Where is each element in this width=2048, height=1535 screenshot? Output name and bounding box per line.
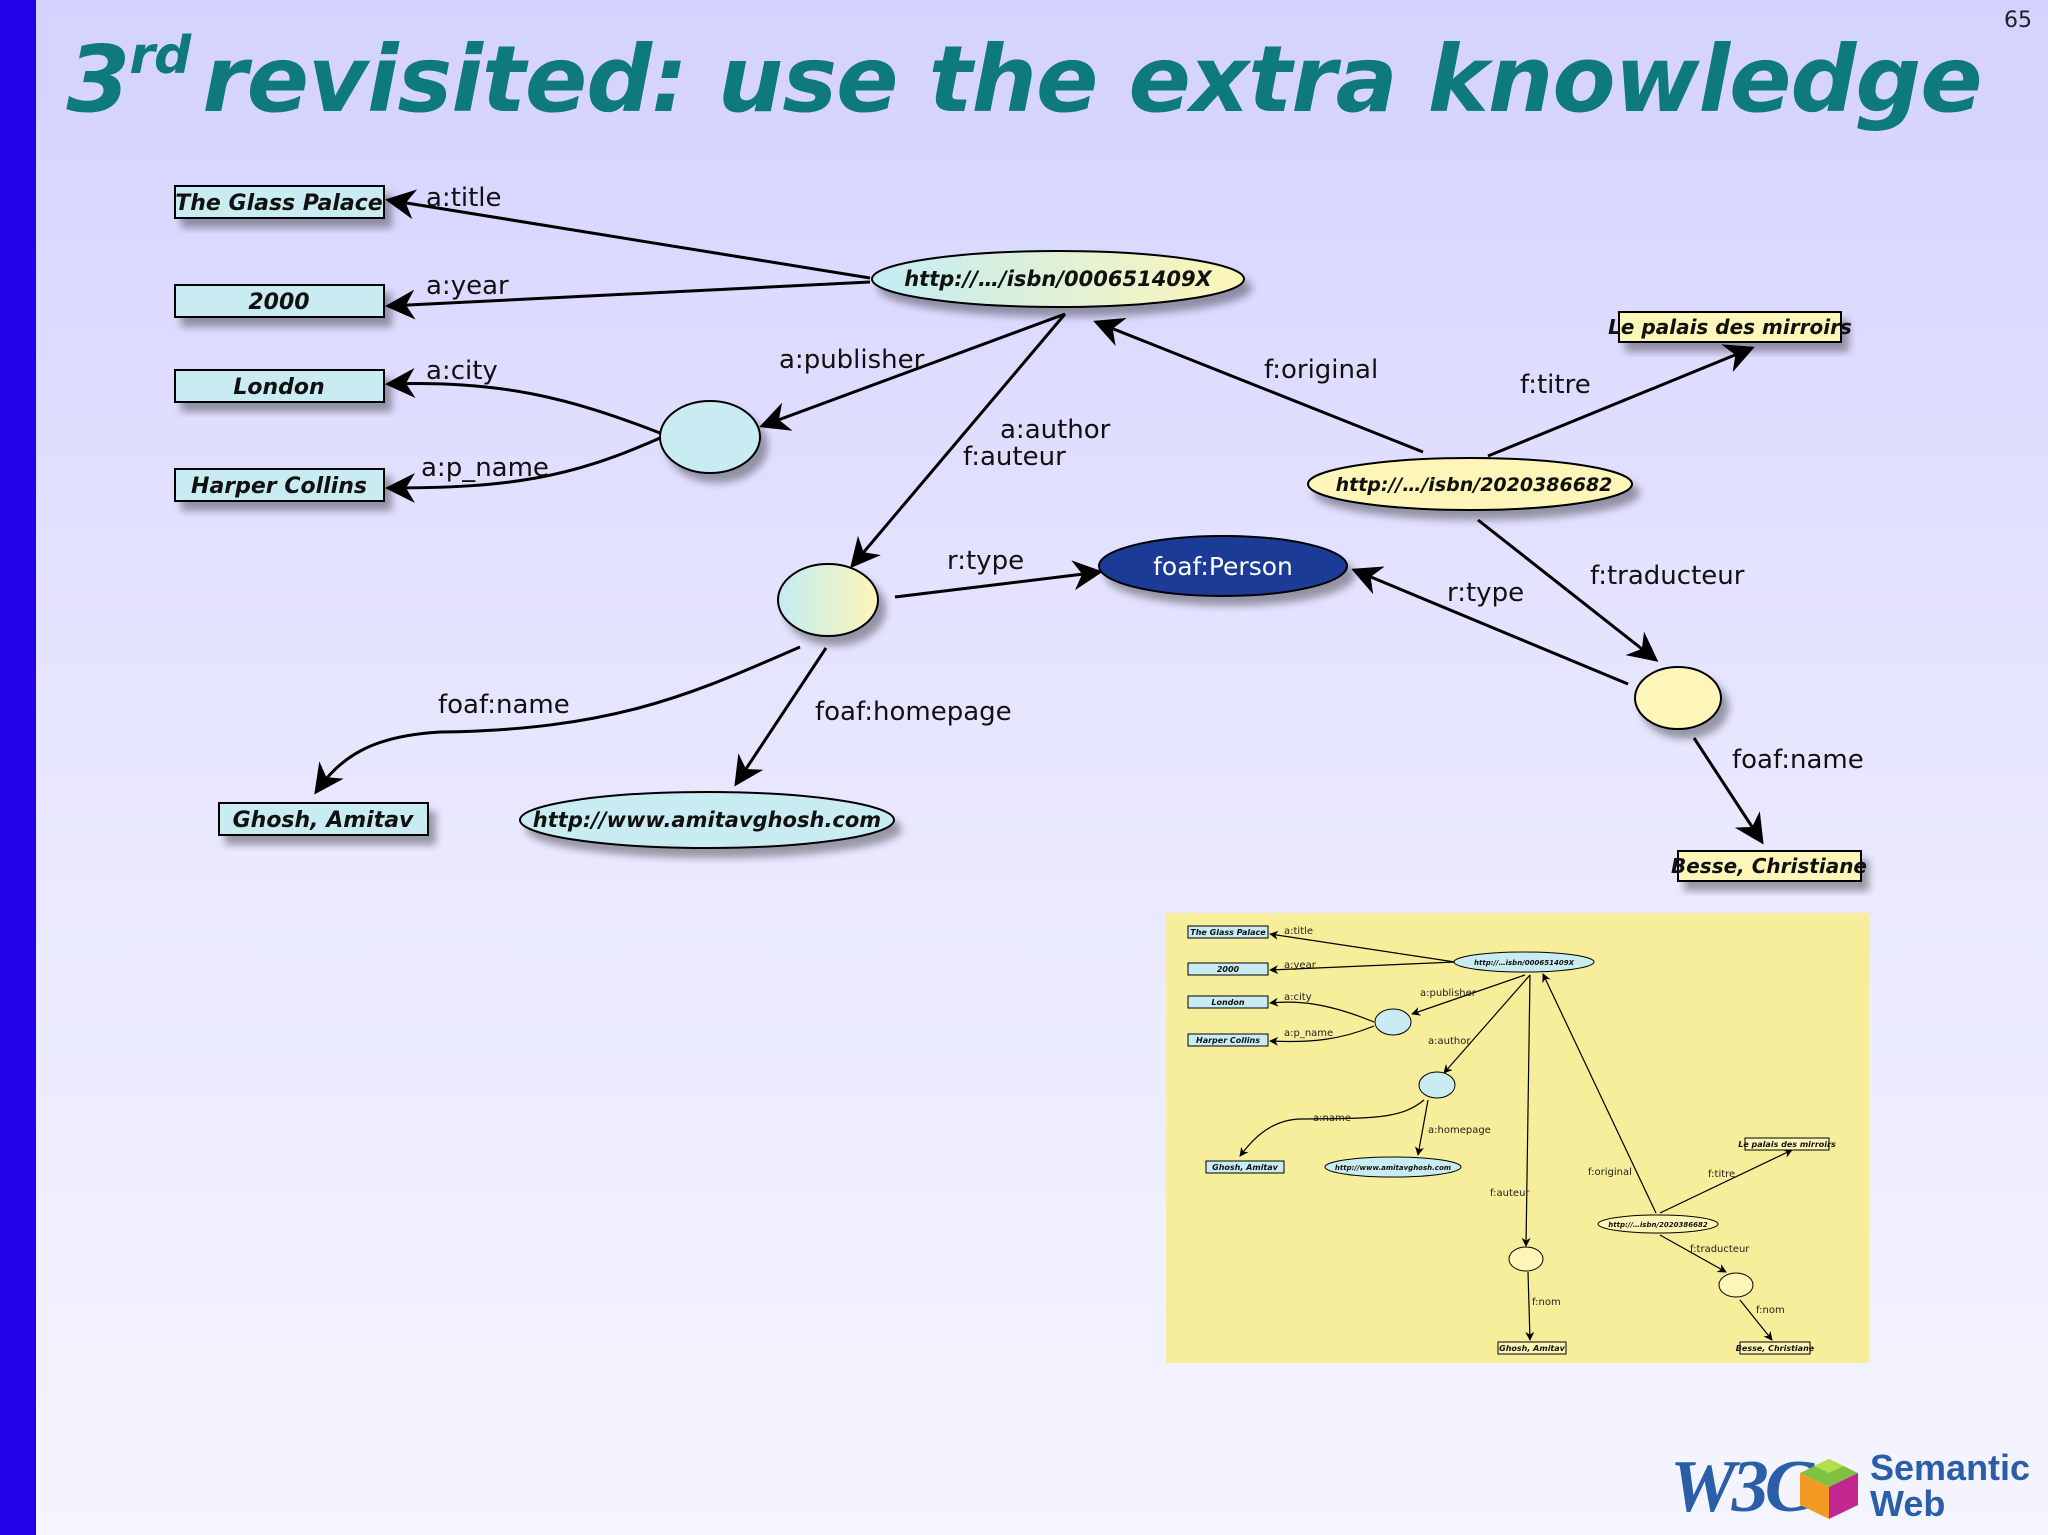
literal-london-text: London: [233, 375, 324, 400]
node-isbn-en-text: http://…/isbn/000651409X: [904, 267, 1213, 291]
label-homepage: foaf:homepage: [815, 697, 1012, 727]
literal-palais-text: Le palais des mirroirs: [1608, 315, 1852, 339]
inset-homepage: http://www.amitavghosh.com: [1335, 1164, 1451, 1172]
semantic-web-cube-icon: [1800, 1459, 1858, 1519]
slide-number: 65: [2004, 8, 2032, 33]
title-rest: revisited: use the extra knowledge: [202, 26, 1982, 133]
literal-year: 2000: [174, 284, 385, 318]
node-isbn-fr: http://…/isbn/2020386682: [1307, 457, 1633, 511]
node-foaf-person: foaf:Person: [1098, 535, 1348, 597]
title-superscript: rd: [129, 26, 191, 86]
inset-label-name: a:name: [1313, 1113, 1351, 1124]
w3c-wordmark: W3C: [1670, 1446, 1814, 1528]
label-title: a:title: [426, 183, 502, 213]
inset-isbn-en: http://…isbn/000651409X: [1474, 959, 1575, 967]
node-foaf-person-text: foaf:Person: [1153, 552, 1293, 581]
inset-label-homepage: a:homepage: [1428, 1125, 1491, 1136]
inset-label-nom-1: f:nom: [1532, 1297, 1561, 1308]
edge-titre: [1487, 344, 1755, 458]
label-rtype-1: r:type: [947, 546, 1024, 576]
inset-harper: Harper Collins: [1196, 1036, 1260, 1045]
inset-label-traducteur: f:traducteur: [1690, 1244, 1750, 1255]
semantic-web-line1: Semantic: [1870, 1447, 2031, 1488]
label-author: a:author: [1000, 415, 1111, 445]
inset-graph: The Glass Palace 2000 London Harper Coll…: [1166, 913, 1869, 1363]
inset-palais: Le palais des mirroirs: [1738, 1140, 1836, 1149]
inset-label-titre: f:titre: [1708, 1169, 1735, 1180]
label-year: a:year: [426, 271, 509, 301]
label-traducteur: f:traducteur: [1590, 561, 1745, 591]
literal-london: London: [174, 369, 385, 403]
edge-homepage: [734, 647, 828, 787]
node-isbn-fr-text: http://…/isbn/2020386682: [1336, 474, 1613, 496]
label-foafname-2: foaf:name: [1732, 745, 1864, 775]
edge-pname: [385, 436, 661, 503]
edge-traducteur: [1477, 518, 1659, 662]
blank-node-publisher: [659, 400, 761, 474]
node-isbn-en: http://…/isbn/000651409X: [871, 250, 1245, 308]
label-foafname-1: foaf:name: [438, 690, 570, 720]
inset-year: 2000: [1217, 965, 1240, 974]
label-original: f:original: [1264, 355, 1378, 385]
literal-palais: Le palais des mirroirs: [1608, 311, 1852, 343]
inset-label-year: a:year: [1284, 960, 1317, 971]
edge-title: [385, 189, 871, 280]
label-titre: f:titre: [1520, 370, 1591, 400]
label-publisher: a:publisher: [779, 345, 925, 375]
label-pname: a:p_name: [421, 453, 549, 483]
literal-year-text: 2000: [248, 290, 309, 315]
inset-label-pname: a:p_name: [1284, 1028, 1333, 1039]
inset-ghosh-2: Ghosh, Amitav: [1499, 1344, 1566, 1353]
literal-besse-text: Besse, Christiane: [1671, 854, 1867, 878]
label-auteur: f:auteur: [963, 442, 1066, 472]
edge-foafname-2: [1692, 737, 1764, 845]
inset-glass-palace: The Glass Palace: [1190, 928, 1266, 937]
literal-glass-palace: The Glass Palace: [174, 185, 385, 219]
inset-besse: Besse, Christiane: [1736, 1344, 1815, 1353]
inset-label-publisher: a:publisher: [1420, 988, 1477, 999]
inset-label-city: a:city: [1284, 992, 1312, 1003]
inset-ghosh: Ghosh, Amitav: [1212, 1163, 1279, 1172]
inset-london: London: [1211, 998, 1245, 1007]
semantic-web-line2: Web: [1870, 1483, 1946, 1524]
left-accent-bar: [0, 0, 36, 1535]
node-homepage-text: http://www.amitavghosh.com: [533, 808, 881, 832]
blank-node-author: [777, 563, 879, 637]
inset-label-original: f:original: [1588, 1167, 1632, 1178]
literal-harper-text: Harper Collins: [191, 474, 367, 499]
literal-ghosh-text: Ghosh, Amitav: [233, 808, 414, 833]
label-city: a:city: [426, 356, 498, 386]
literal-glass-palace-text: The Glass Palace: [175, 191, 383, 216]
edge-rtype-2: [1351, 566, 1629, 686]
literal-besse: Besse, Christiane: [1671, 850, 1867, 882]
edge-original: [1093, 318, 1424, 454]
blank-node-translator: [1634, 666, 1722, 730]
label-rtype-2: r:type: [1447, 578, 1524, 608]
w3c-semantic-web-logo: W3C Semantic Web: [1670, 1447, 2040, 1527]
edge-author: [850, 313, 1067, 569]
edge-publisher: [759, 312, 1066, 431]
inset-label-auteur: f:auteur: [1490, 1188, 1530, 1199]
edge-foafname-1: [314, 645, 801, 795]
inset-label-title: a:title: [1284, 926, 1313, 937]
inset-label-nom-2: f:nom: [1756, 1305, 1785, 1316]
title-prefix: 3: [66, 26, 130, 133]
inset-isbn-fr: http://…isbn/2020386682: [1608, 1221, 1708, 1229]
edge-city: [385, 368, 661, 435]
literal-harper: Harper Collins: [174, 468, 385, 502]
edge-year: [385, 280, 871, 320]
node-homepage: http://www.amitavghosh.com: [519, 791, 895, 849]
literal-ghosh: Ghosh, Amitav: [218, 802, 429, 836]
inset-label-author: a:author: [1428, 1036, 1471, 1047]
edge-rtype-1: [894, 560, 1103, 599]
